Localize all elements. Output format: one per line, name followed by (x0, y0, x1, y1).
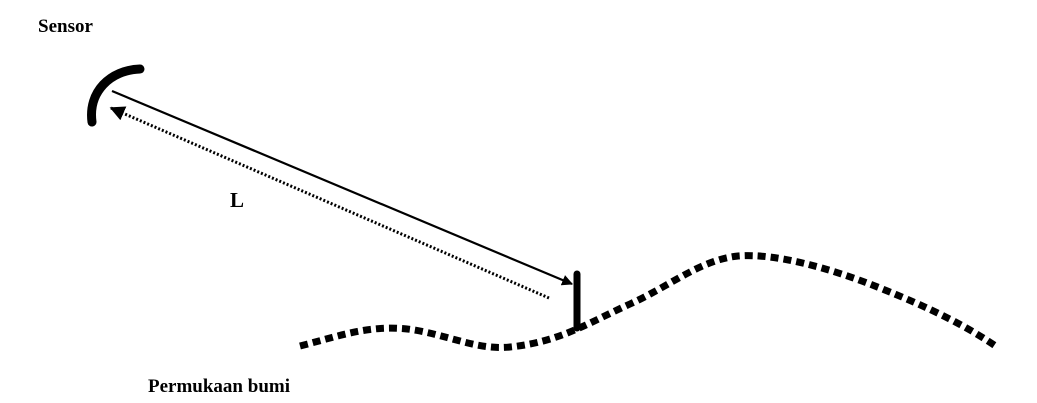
emitted-signal-arrow (111, 89, 574, 286)
distance-label: L (230, 188, 245, 212)
sensor-label: Sensor (38, 16, 93, 37)
earth-surface-label: Permukaan bumi (148, 376, 290, 397)
returned-signal-arrow (109, 106, 550, 300)
sensor-arc (87, 64, 145, 127)
earth-surface-line (299, 252, 999, 351)
